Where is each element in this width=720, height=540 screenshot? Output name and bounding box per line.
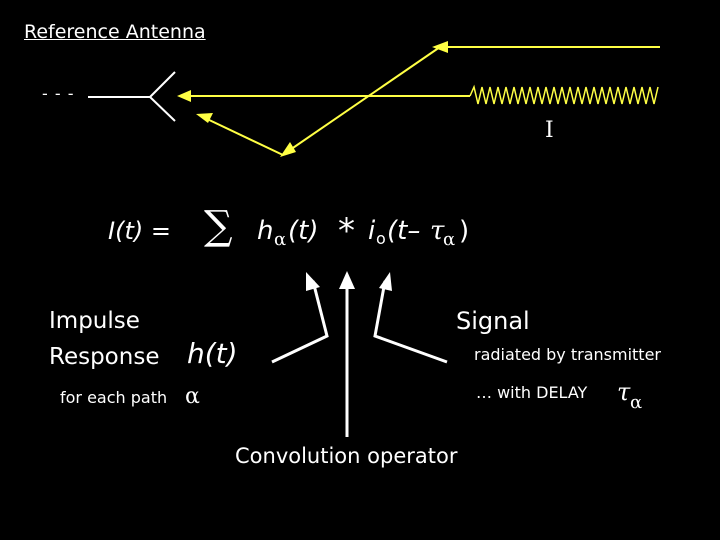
- equation-i-argument: (t–: [387, 216, 421, 246]
- signal-delay-tau-subscript: α: [630, 392, 643, 413]
- equation-i: i: [368, 216, 376, 246]
- arrowhead-pointer-h: [306, 272, 320, 291]
- equation-tau-subscript: α: [443, 229, 456, 250]
- arrowhead-direct: [177, 90, 191, 102]
- propagation-paths: [177, 41, 660, 157]
- equation-tau: τ: [430, 216, 445, 246]
- impulse-label-line2: Response: [49, 344, 160, 370]
- signal-delay-tau: τ: [617, 378, 631, 406]
- signal-radiated-label: radiated by transmitter: [474, 345, 661, 364]
- impulse-response-symbol: h(t): [187, 337, 238, 370]
- incoming-signal-label: I: [545, 118, 554, 143]
- arrowhead-pointer-conv: [339, 271, 355, 289]
- equation-lhs: I(t) =: [108, 217, 171, 245]
- reference-antenna-label: Reference Antenna: [24, 21, 206, 43]
- arrowhead-reflection: [280, 142, 296, 157]
- antenna-upper-arm: [149, 71, 176, 98]
- equation-h-argument: (t): [288, 216, 319, 246]
- pointer-h: [271, 280, 329, 364]
- reflected-path-down: [286, 46, 441, 153]
- equation-h-subscript: α: [274, 229, 287, 250]
- equation-h: h: [257, 216, 274, 246]
- arrowhead-antenna-lower: [196, 113, 213, 123]
- impulse-label-line1: Impulse: [49, 308, 140, 334]
- arrowhead-pointer-i: [379, 272, 392, 291]
- equation-close-paren: ): [459, 216, 470, 246]
- antenna-lower-arm: [149, 96, 176, 122]
- equation-i-subscript: o: [376, 229, 386, 248]
- convolution-operator-label: Convolution operator: [235, 444, 458, 468]
- incoming-wave: [469, 84, 659, 105]
- path-alpha-symbol: α: [185, 384, 200, 409]
- equation-sum-symbol: ∑: [204, 203, 233, 249]
- signal-title: Signal: [456, 307, 530, 335]
- antenna-dashes: - - -: [42, 84, 75, 103]
- pointer-lines: [271, 271, 448, 437]
- pointer-i: [373, 280, 448, 364]
- reflected-path-back: [204, 117, 284, 156]
- signal-delay-label: … with DELAY: [476, 383, 588, 402]
- path-label: for each path: [60, 388, 168, 407]
- equation-convolution-symbol: *: [338, 211, 355, 251]
